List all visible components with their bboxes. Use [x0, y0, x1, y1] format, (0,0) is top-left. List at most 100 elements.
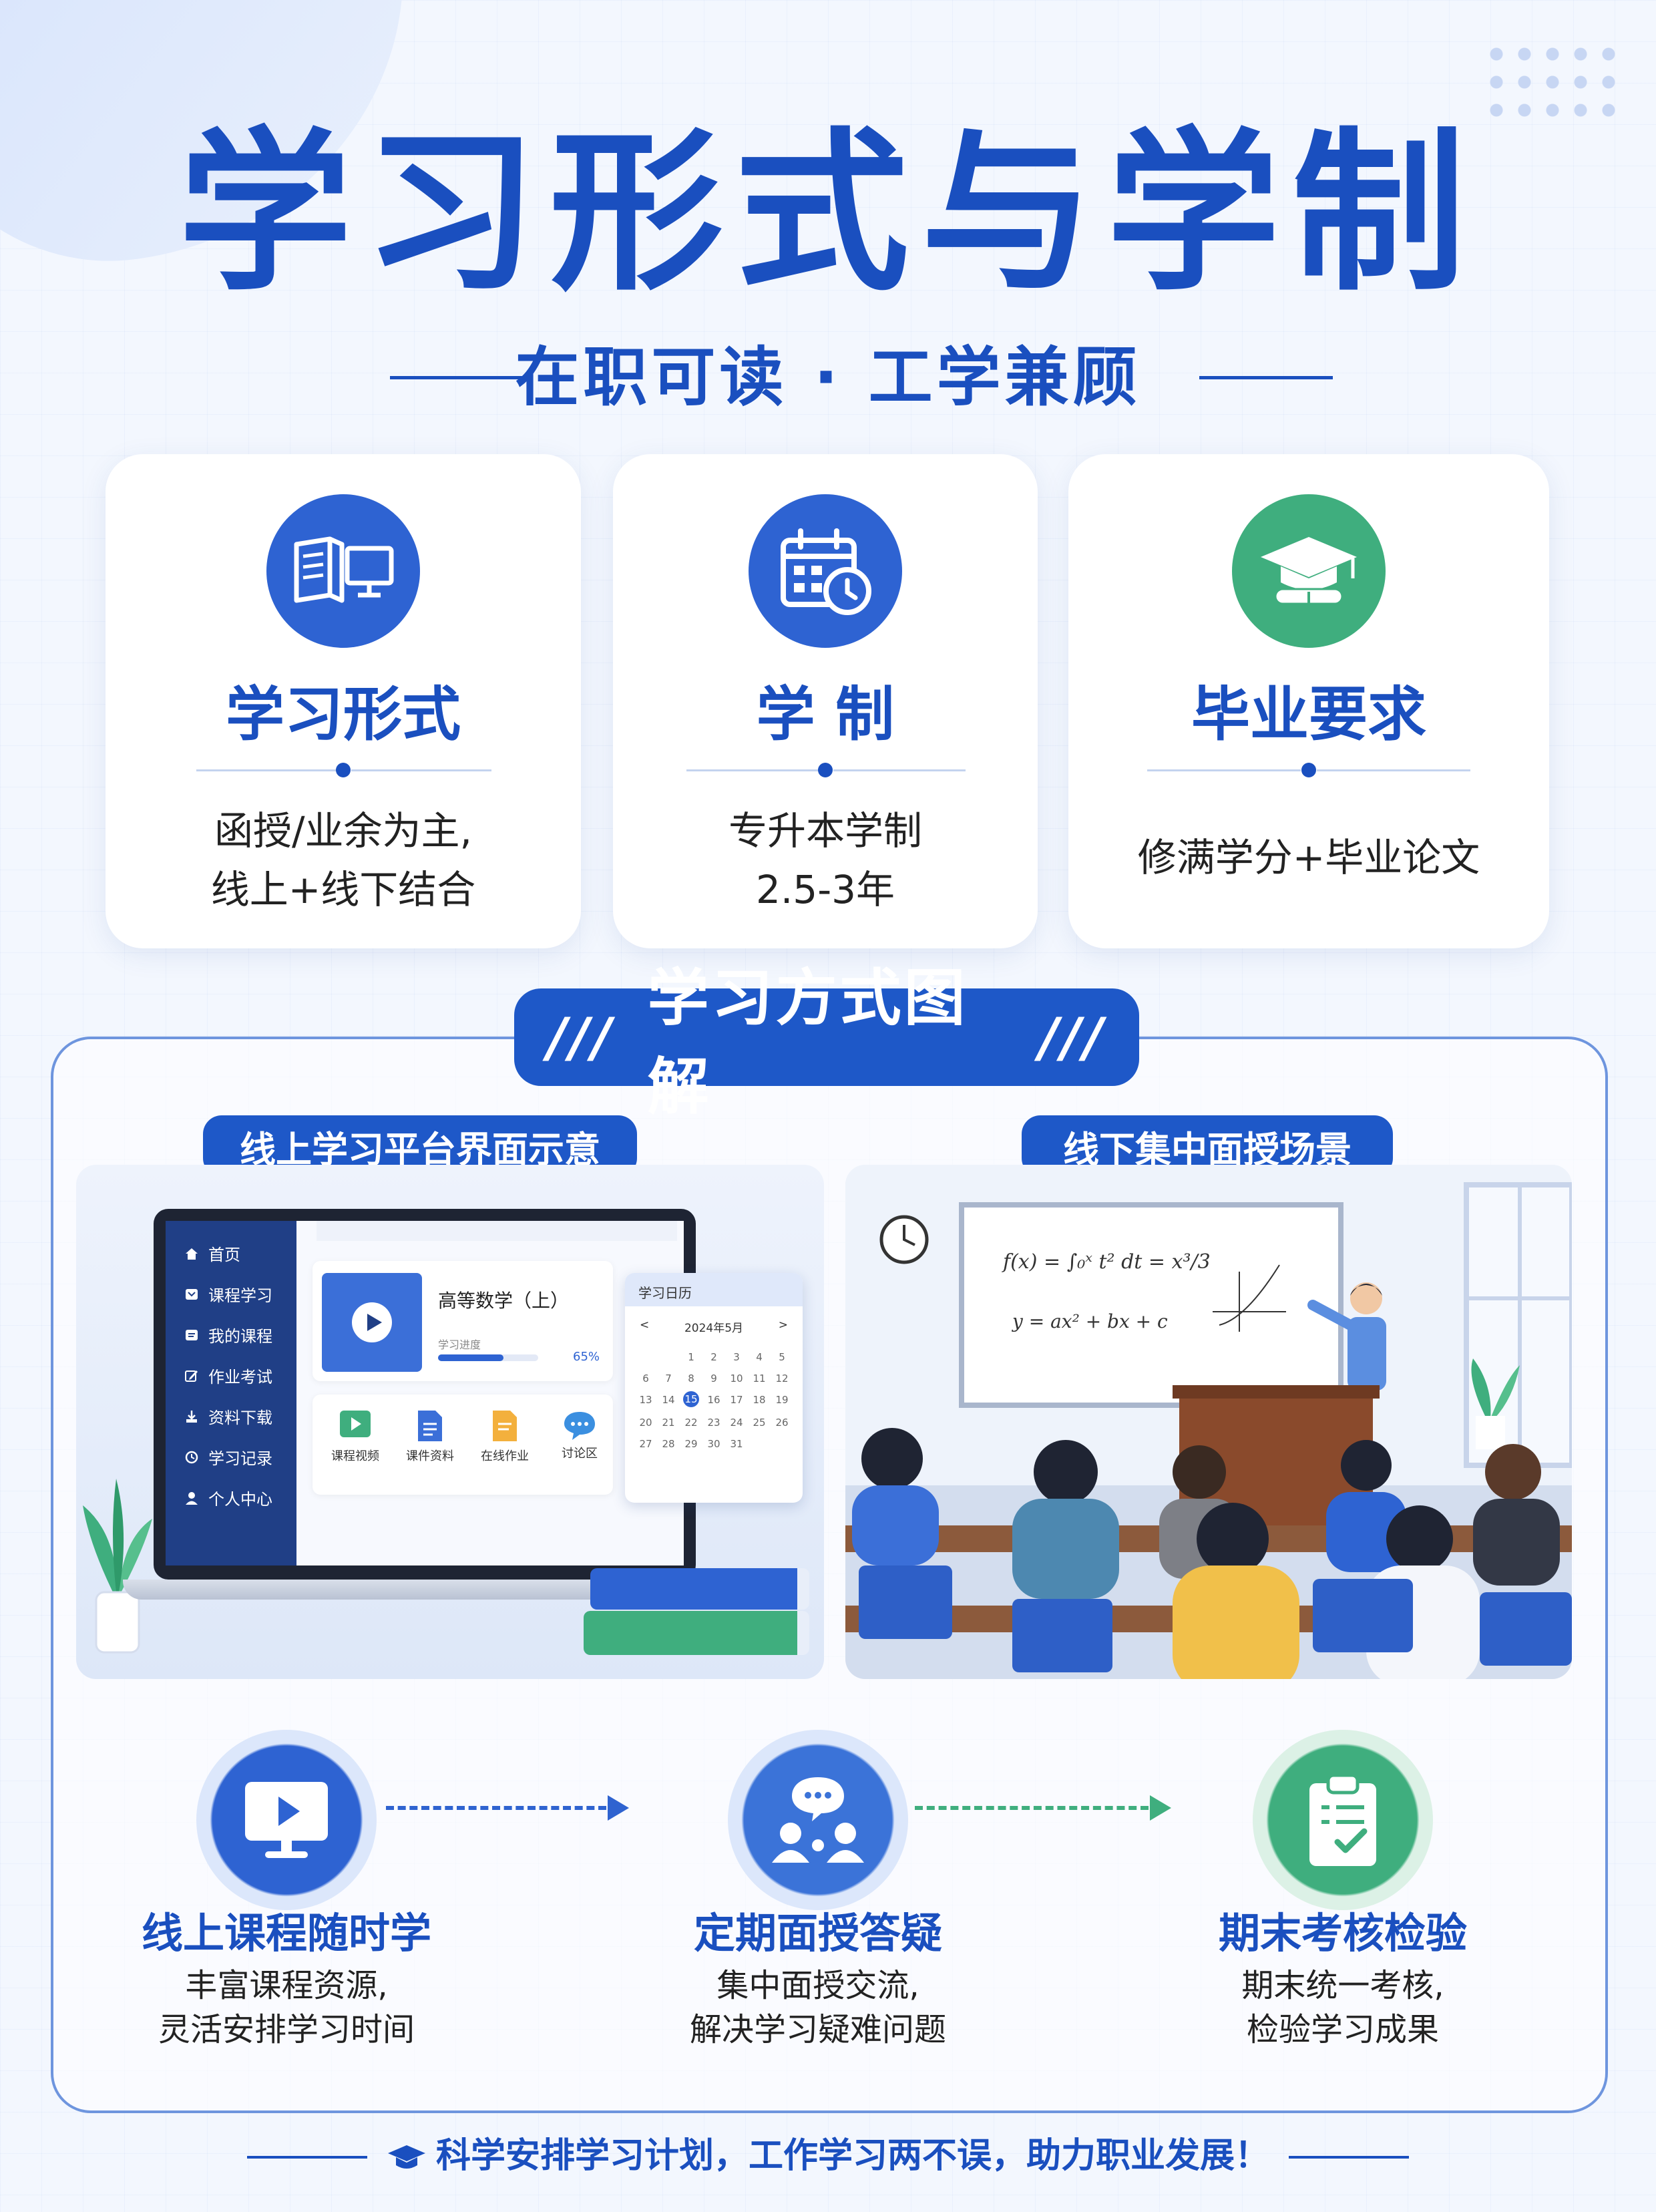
tool-label: 在线作业: [481, 1449, 529, 1463]
sidebar-item-home[interactable]: 首页: [166, 1233, 296, 1274]
step-title: 定期面授答疑: [693, 1909, 942, 1958]
calendar-clock-icon: [749, 494, 902, 648]
step-arrow-1: [386, 1806, 606, 1810]
section-banner: /// 学习方式图解 ///: [514, 962, 1139, 1123]
step-desc-line: 解决学习疑难问题: [689, 2011, 946, 2048]
calendar-day[interactable]: 6: [642, 1372, 649, 1385]
sidebar-item-label: 资料下载: [208, 1409, 272, 1427]
edit-icon: [185, 1370, 198, 1382]
calendar-day[interactable]: 10: [730, 1372, 743, 1385]
step-online-icon-wrap: [196, 1730, 377, 1910]
calendar-day[interactable]: 2: [710, 1351, 717, 1363]
step-title: 期末考核检验: [1218, 1909, 1467, 1958]
calendar-day: [657, 1351, 680, 1363]
calendar-day[interactable]: 15: [683, 1391, 699, 1407]
calendar-day[interactable]: 22: [684, 1417, 698, 1429]
calendar-day[interactable]: 7: [665, 1372, 672, 1385]
sidebar-item-my-courses[interactable]: 我的课程: [166, 1314, 296, 1355]
card-divider-dot: [1301, 763, 1316, 777]
calendar-day[interactable]: 28: [662, 1438, 675, 1450]
step-desc-line: 期末统一考核,: [1241, 1967, 1444, 2004]
banner-mark-right: ///: [1039, 1006, 1106, 1069]
card-study-form: 学习形式 函授/业余为主, 线上+线下结合: [106, 454, 581, 948]
calendar-day: [748, 1438, 771, 1450]
page-subtitle: 在职可读 · 工学兼顾: [515, 340, 1141, 415]
step-desc: 集中面授交流, 解决学习疑难问题: [611, 1964, 1025, 2052]
sidebar-item-label: 首页: [208, 1246, 240, 1264]
sidebar-item-course-study[interactable]: 课程学习: [166, 1274, 296, 1314]
footer-line-left: [247, 2156, 367, 2159]
homework-icon: [493, 1411, 517, 1441]
sidebar-item-records[interactable]: 学习记录: [166, 1437, 296, 1477]
sidebar-item-label: 作业考试: [208, 1368, 272, 1387]
calendar-day[interactable]: 31: [730, 1438, 743, 1450]
calendar-day[interactable]: 13: [639, 1394, 652, 1406]
calendar-day[interactable]: 17: [730, 1394, 743, 1406]
play-icon[interactable]: [351, 1301, 393, 1344]
calendar-day[interactable]: 29: [684, 1438, 698, 1450]
home-icon: [186, 1248, 198, 1260]
calendar-day[interactable]: 11: [753, 1372, 766, 1385]
sidebar-item-downloads[interactable]: 资料下载: [166, 1396, 296, 1437]
calendar-month: 2024年5月: [684, 1322, 744, 1335]
calendar-day[interactable]: 18: [753, 1394, 766, 1406]
sidebar-item-assignments[interactable]: 作业考试: [166, 1355, 296, 1396]
calendar-day[interactable]: 4: [756, 1351, 763, 1363]
subtitle-line-right: [1199, 376, 1333, 379]
calendar-title: 学习日历: [625, 1273, 803, 1306]
step-desc-line: 丰富课程资源,: [185, 1967, 388, 2004]
calendar-day[interactable]: 8: [688, 1372, 694, 1385]
calendar-day[interactable]: 19: [775, 1394, 789, 1406]
calendar-day[interactable]: 14: [662, 1394, 675, 1406]
tools-panel: 课程视频 课件资料 在线作业 讨论区: [313, 1395, 613, 1495]
calendar-next-button[interactable]: >: [778, 1318, 788, 1332]
calendar-day[interactable]: 21: [662, 1417, 675, 1429]
calendar-day[interactable]: 27: [639, 1438, 652, 1450]
calendar-day[interactable]: 1: [688, 1351, 694, 1363]
subtitle-line-left: [390, 376, 524, 379]
calendar-day[interactable]: 20: [639, 1417, 652, 1429]
card-title: 学 制: [756, 680, 895, 749]
card-title: 毕业要求: [1191, 680, 1426, 749]
tool-course-video[interactable]: 课程视频: [322, 1409, 389, 1464]
sidebar-item-profile[interactable]: 个人中心: [166, 1477, 296, 1518]
calendar-day[interactable]: 30: [707, 1438, 720, 1450]
step-exam-icon-wrap: [1253, 1730, 1433, 1910]
course-thumbnail: [322, 1273, 422, 1372]
calendar-day[interactable]: 16: [707, 1394, 720, 1406]
clock-icon: [185, 1451, 198, 1463]
step-desc-line: 检验学习成果: [1246, 2011, 1439, 2048]
progress-fill: [438, 1354, 503, 1361]
user-icon: [186, 1491, 198, 1505]
document-icon: [418, 1411, 442, 1441]
calendar-day[interactable]: 5: [779, 1351, 785, 1363]
card-desc-line: 2.5-3年: [755, 867, 895, 912]
calendar-day[interactable]: 24: [730, 1417, 743, 1429]
card-desc-line: 函授/业余为主,: [214, 808, 472, 854]
calendar-month-nav: < 2024年5月 >: [625, 1306, 803, 1342]
tool-homework[interactable]: 在线作业: [471, 1409, 538, 1464]
tool-courseware[interactable]: 课件资料: [397, 1409, 463, 1464]
step-desc: 期末统一考核, 检验学习成果: [1136, 1964, 1550, 2052]
card-divider-left: [196, 769, 337, 771]
course-card[interactable]: 高等数学（上） 学习进度 65%: [313, 1261, 613, 1381]
laptop-screen: 首页 课程学习 我的课程 作业考试 资料下载 学习记录 个人中心 高等数学（上）…: [166, 1221, 684, 1565]
platform-topbar: [317, 1221, 677, 1241]
decorative-dots: [1482, 40, 1616, 120]
page-title: 学习形式与学制: [178, 113, 1478, 315]
tool-label: 课程视频: [331, 1449, 379, 1463]
calendar-day[interactable]: 3: [733, 1351, 740, 1363]
tool-discussion[interactable]: 讨论区: [546, 1409, 613, 1461]
calendar-day[interactable]: 23: [707, 1417, 720, 1429]
download-icon: [186, 1410, 197, 1423]
calendar-day[interactable]: 25: [753, 1417, 766, 1429]
card-divider-left: [686, 769, 819, 771]
calendar-day[interactable]: 26: [775, 1417, 789, 1429]
calendar-day[interactable]: 12: [775, 1372, 789, 1385]
calendar-prev-button[interactable]: <: [640, 1318, 650, 1332]
card-divider-right: [833, 769, 966, 771]
calendar-day[interactable]: 9: [710, 1372, 717, 1385]
section-banner-title: 学习方式图解: [647, 962, 968, 1123]
card-title: 学习形式: [225, 680, 461, 749]
